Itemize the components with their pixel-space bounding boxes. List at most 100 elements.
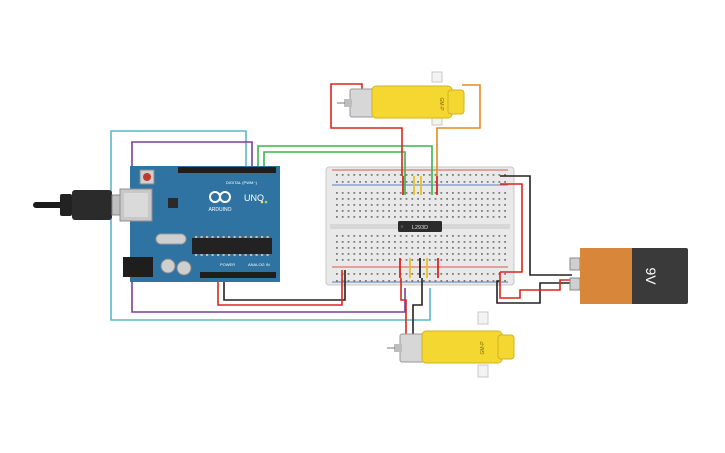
battery-9v[interactable]: 9V <box>569 248 688 304</box>
breadboard-hole <box>382 253 385 255</box>
breadboard-hole <box>452 174 454 176</box>
breadboard-hole <box>336 210 338 212</box>
wire-red-battery-2[interactable] <box>499 272 572 299</box>
breadboard-hole <box>481 280 483 282</box>
driver-ic[interactable]: L293D <box>398 221 442 232</box>
breadboard-hole <box>399 241 402 243</box>
breadboard-hole <box>475 204 477 206</box>
usb-cable[interactable] <box>33 190 129 220</box>
motor-top[interactable]: GM-P <box>337 71 465 126</box>
breadboard-hole <box>492 192 495 194</box>
breadboard-hole <box>469 247 472 249</box>
wire-black-battery[interactable] <box>500 175 572 276</box>
breadboard-hole <box>376 247 379 249</box>
wire-black-battery-2[interactable] <box>496 280 572 304</box>
wire-red-5v[interactable] <box>217 270 343 306</box>
breadboard-hole <box>492 253 495 255</box>
breadboard-hole <box>469 273 472 275</box>
breadboard-hole <box>388 174 390 176</box>
breadboard-hole <box>486 253 489 255</box>
wire-green-1[interactable] <box>257 145 433 195</box>
arduino-power-label: POWER <box>220 262 235 267</box>
breadboard-hole <box>428 216 431 218</box>
breadboard-hole <box>486 247 489 249</box>
breadboard-hole <box>486 210 489 212</box>
wire-red-battery[interactable] <box>500 183 523 273</box>
breadboard-hole <box>428 247 431 249</box>
wire-black-bottom-motor[interactable] <box>412 278 423 338</box>
breadboard-hole <box>405 204 408 206</box>
breadboard-hole <box>359 241 361 243</box>
breadboard-hole <box>434 216 437 218</box>
breadboard-hole <box>417 259 419 261</box>
breadboard-hole <box>475 235 477 237</box>
breadboard-hole <box>481 259 483 261</box>
breadboard-hole <box>492 174 495 176</box>
breadboard-hole <box>370 273 373 275</box>
breadboard-hole <box>394 273 396 275</box>
breadboard-hole <box>336 216 338 218</box>
breadboard-hole <box>417 280 419 282</box>
breadboard-hole <box>440 210 443 212</box>
wire-teal-loop[interactable] <box>110 130 431 321</box>
breadboard-hole <box>423 259 425 261</box>
wire-green-2[interactable] <box>263 151 406 195</box>
breadboard-hole <box>504 273 506 275</box>
breadboard-hole <box>336 259 338 261</box>
wire-red-bottom-motor[interactable] <box>400 278 407 338</box>
breadboard-hole <box>452 204 454 206</box>
breadboard-hole <box>411 273 414 275</box>
breadboard-hole <box>504 210 506 212</box>
breadboard-hole <box>498 174 501 176</box>
breadboard-hole <box>463 181 466 183</box>
breadboard-hole <box>394 204 396 206</box>
battery-label: 9V <box>643 267 659 285</box>
ic-pin <box>217 236 220 238</box>
breadboard-hole <box>347 241 350 243</box>
breadboard-hole <box>423 273 425 275</box>
breadboard-hole <box>452 198 454 200</box>
breadboard-hole <box>486 181 489 183</box>
breadboard-hole <box>336 241 338 243</box>
ic-pin <box>211 254 214 256</box>
breadboard-hole <box>498 210 501 212</box>
breadboard-hole <box>376 280 379 282</box>
breadboard-hole <box>492 204 495 206</box>
wire-red-top-motor[interactable] <box>330 83 403 176</box>
breadboard-hole <box>475 216 477 218</box>
breadboard-hole <box>411 198 414 200</box>
breadboard-hole <box>411 216 414 218</box>
breadboard-hole <box>336 174 338 176</box>
battery-wires <box>496 175 572 304</box>
ic-pin <box>206 236 209 238</box>
breadboard-hole <box>504 204 506 206</box>
wire-black-gnd[interactable] <box>223 270 346 301</box>
arduino-uno[interactable]: ARDUINO UNO DIGITAL (PWM~) POWER ANALOG … <box>119 166 280 282</box>
breadboard-hole <box>382 216 385 218</box>
breadboard-hole <box>376 273 379 275</box>
breadboard-hole <box>457 198 460 200</box>
breadboard-hole <box>498 192 501 194</box>
breadboard-hole <box>376 253 379 255</box>
breadboard-hole <box>417 192 419 194</box>
breadboard-hole <box>388 259 390 261</box>
breadboard-hole <box>440 241 443 243</box>
breadboard-hole <box>498 247 501 249</box>
breadboard-hole <box>359 216 361 218</box>
breadboard-hole <box>399 235 402 237</box>
breadboard-hole <box>353 192 356 194</box>
breadboard-hole <box>347 216 350 218</box>
breadboard-hole <box>417 235 419 237</box>
wire-orange-top-motor[interactable] <box>436 84 481 176</box>
breadboard-hole <box>411 204 414 206</box>
breadboard-hole <box>498 253 501 255</box>
breadboard-hole <box>457 241 460 243</box>
breadboard-hole <box>382 198 385 200</box>
breadboard-hole <box>434 181 437 183</box>
breadboard-hole <box>457 273 460 275</box>
ic-pin <box>228 254 231 256</box>
breadboard-hole <box>428 198 431 200</box>
breadboard-hole <box>434 235 437 237</box>
motor-bottom[interactable]: GM-P <box>387 311 515 378</box>
breadboard-hole <box>388 204 390 206</box>
